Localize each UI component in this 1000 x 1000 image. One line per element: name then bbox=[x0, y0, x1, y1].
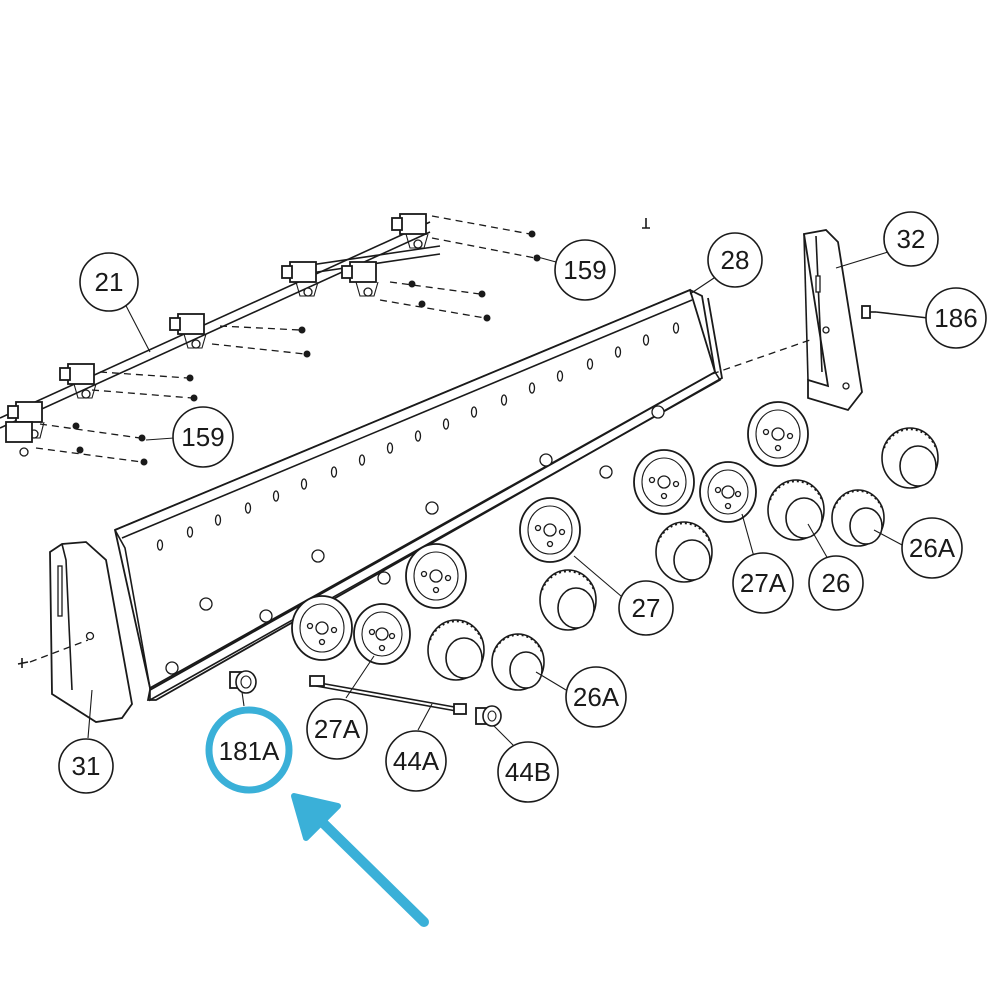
highlight-marker bbox=[205, 706, 429, 927]
callout-44a: 44A bbox=[385, 730, 447, 792]
callout-159-top: 159 bbox=[554, 239, 616, 301]
callout-27a-right: 27A bbox=[732, 552, 794, 614]
knob bbox=[767, 479, 825, 541]
callout-label: 27A bbox=[314, 714, 361, 744]
callout-label: 27A bbox=[740, 568, 787, 598]
highlight-ring bbox=[205, 706, 293, 794]
callout-label: 44B bbox=[505, 757, 551, 787]
wire-44a bbox=[309, 675, 467, 715]
callout-label: 159 bbox=[563, 255, 606, 285]
side-bracket-31 bbox=[17, 541, 133, 723]
knobs bbox=[427, 427, 939, 691]
side-bracket-32 bbox=[711, 229, 863, 412]
callout-label: 181A bbox=[219, 736, 280, 766]
knob bbox=[427, 619, 485, 681]
callout-44b: 44B bbox=[497, 741, 559, 803]
manifold-valve bbox=[391, 213, 429, 249]
knob bbox=[539, 569, 597, 631]
callout-label: 21 bbox=[95, 267, 124, 297]
screws-159 bbox=[35, 215, 650, 466]
knob bbox=[831, 489, 885, 547]
callout-label: 26A bbox=[909, 533, 956, 563]
bezel bbox=[353, 603, 411, 665]
callout-26: 26 bbox=[808, 555, 864, 611]
knob bbox=[491, 633, 545, 691]
callout-label: 26A bbox=[573, 682, 620, 712]
highlight-arrow-icon bbox=[291, 793, 429, 927]
callout-26a-right: 26A bbox=[901, 517, 963, 579]
knob bbox=[881, 427, 939, 489]
manifold-valve bbox=[59, 363, 97, 399]
callout-27: 27 bbox=[618, 580, 674, 636]
screw-186 bbox=[861, 305, 929, 319]
bezel bbox=[747, 401, 809, 467]
callout-21: 21 bbox=[79, 252, 139, 312]
bezel bbox=[405, 543, 467, 609]
callout-label: 32 bbox=[897, 224, 926, 254]
control-panel-28 bbox=[113, 288, 723, 702]
callout-186: 186 bbox=[925, 287, 987, 349]
leader-lines bbox=[87, 251, 905, 749]
manifold-valve bbox=[169, 313, 207, 349]
bezel bbox=[699, 461, 757, 523]
callout-28: 28 bbox=[707, 232, 763, 288]
callout-label: 44A bbox=[393, 746, 440, 776]
callout-label: 186 bbox=[934, 303, 977, 333]
bezel bbox=[291, 595, 353, 661]
gas-manifold-21 bbox=[0, 213, 441, 457]
callout-label: 26 bbox=[822, 568, 851, 598]
callout-159-left: 159 bbox=[172, 406, 234, 468]
callouts: 21 159 159 28 32 186 26A 26 bbox=[58, 211, 987, 803]
manifold-valve bbox=[281, 261, 319, 297]
callout-27a-left: 27A bbox=[306, 698, 368, 760]
callout-label: 159 bbox=[181, 422, 224, 452]
manifold-valve bbox=[5, 421, 33, 457]
part-44b bbox=[475, 705, 502, 727]
callout-32: 32 bbox=[883, 211, 939, 267]
panel-slots bbox=[156, 322, 680, 551]
callout-label: 31 bbox=[72, 751, 101, 781]
manifold-valve bbox=[341, 261, 379, 297]
callout-label: 28 bbox=[721, 245, 750, 275]
callout-26a-mid: 26A bbox=[565, 666, 627, 728]
bezel bbox=[519, 497, 581, 563]
bezels bbox=[291, 401, 809, 665]
callout-label: 27 bbox=[632, 593, 661, 623]
knob bbox=[655, 521, 713, 583]
panel-ignition-holes bbox=[165, 405, 665, 675]
bezel bbox=[633, 449, 695, 515]
part-181a bbox=[229, 670, 257, 694]
callout-31: 31 bbox=[58, 738, 114, 794]
